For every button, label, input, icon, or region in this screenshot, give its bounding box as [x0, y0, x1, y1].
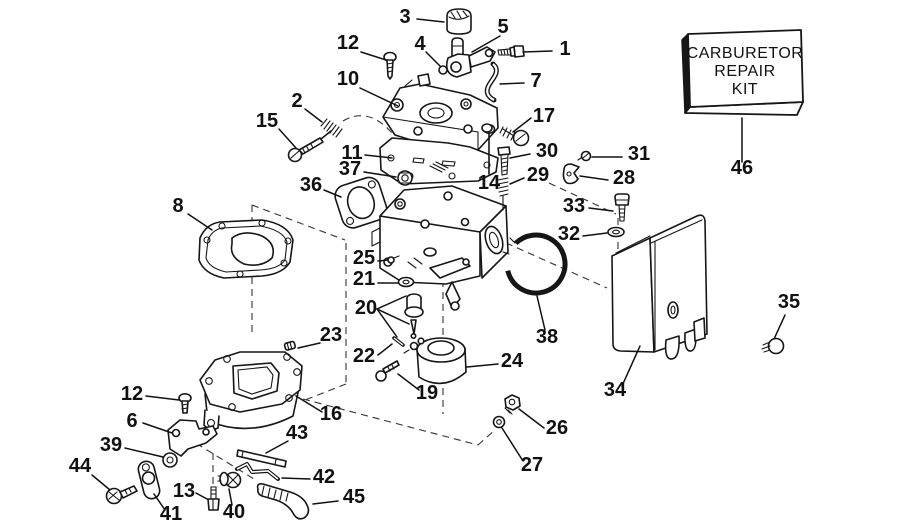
callout-44: 44 [69, 455, 92, 477]
callout-10: 10 [337, 68, 359, 90]
part-screw-13 [207, 486, 220, 511]
part-plug-23 [283, 340, 296, 351]
callout-30: 30 [536, 140, 558, 162]
part-screw-19 [375, 360, 400, 382]
callout-7: 7 [530, 70, 541, 92]
callout-38: 38 [536, 326, 558, 348]
callout-46: 46 [731, 157, 753, 179]
callout-29: 29 [527, 164, 549, 186]
callout-6: 6 [126, 410, 137, 432]
part-screw-30 [497, 146, 511, 176]
part-screw-17 [481, 123, 530, 147]
callout-43: 43 [286, 422, 308, 444]
part-float-24 [403, 337, 467, 385]
part-needle-screw-15 [287, 130, 332, 163]
callout-20: 20 [355, 297, 377, 319]
part-oring-4 [438, 65, 448, 75]
callout-36: 36 [300, 174, 322, 196]
callout-33: 33 [563, 195, 585, 217]
callout-42: 42 [313, 466, 335, 488]
repair-kit-box: CARBURETOR REPAIR KIT [681, 29, 804, 116]
callout-34: 34 [604, 379, 627, 401]
part-gasket-36 [334, 176, 388, 229]
part-spring-29 [497, 177, 509, 211]
callout-23: 23 [320, 324, 342, 346]
kit-text-line2: REPAIR [714, 63, 775, 80]
part-screw-1 [497, 45, 525, 58]
part-carburetor-body [371, 185, 509, 311]
part-fuel-bowl-16 [199, 351, 303, 431]
part-screw-12-lower [178, 392, 192, 414]
callout-41: 41 [160, 503, 182, 525]
part-washer-27 [492, 415, 506, 429]
callout-31: 31 [628, 143, 650, 165]
leader-lines [91, 18, 786, 511]
callout-12-top: 12 [337, 32, 359, 54]
part-nozzle-25 [387, 255, 400, 264]
callout-3: 3 [399, 6, 410, 28]
callout-11: 11 [341, 142, 362, 164]
part-needle-valve-20 [404, 293, 424, 339]
callout-labels: 1 2 3 4 5 6 7 8 10 11 12 12 13 14 15 16 … [69, 6, 800, 525]
part-top-cover-10 [382, 73, 499, 151]
part-lever-41 [137, 460, 161, 500]
callout-13: 13 [173, 480, 195, 502]
part-washer-39 [162, 452, 178, 468]
kit-text-line3: KIT [732, 81, 758, 98]
callout-32: 32 [558, 223, 580, 245]
callout-27: 27 [521, 454, 543, 476]
part-pin-22 [392, 336, 405, 347]
callout-8: 8 [172, 195, 183, 217]
part-link-42 [235, 462, 280, 481]
callout-1: 1 [559, 38, 570, 60]
callout-17: 17 [533, 105, 555, 127]
part-bolt-44 [105, 485, 138, 505]
callout-45: 45 [343, 486, 365, 508]
part-cap-3 [446, 8, 472, 35]
callout-22: 22 [353, 345, 375, 367]
part-link-7 [484, 61, 499, 103]
callout-15: 15 [256, 110, 278, 132]
part-plug-26 [504, 394, 521, 415]
part-screw-33 [614, 193, 630, 222]
part-spring-2 [320, 118, 343, 138]
callout-12-lower: 12 [121, 383, 143, 405]
callout-26: 26 [546, 417, 568, 439]
part-bracket-6 [167, 419, 218, 457]
callout-39: 39 [100, 434, 122, 456]
part-plug-35 [761, 337, 785, 355]
part-nut-37 [397, 170, 413, 186]
part-screw-12-top [383, 51, 397, 80]
callout-37: 37 [339, 158, 361, 180]
part-washer-21 [397, 276, 415, 288]
callout-28: 28 [613, 167, 635, 189]
part-valve-40 [217, 471, 242, 489]
part-washer-32 [607, 226, 625, 238]
callout-5: 5 [497, 16, 508, 38]
part-lever-45 [256, 483, 310, 520]
part-rod-43 [236, 449, 287, 468]
part-snap-ring-38 [502, 232, 568, 296]
callout-4: 4 [414, 33, 426, 55]
part-air-silencer-34 [611, 214, 708, 360]
part-gasket-8 [198, 219, 294, 279]
callout-24: 24 [501, 350, 524, 372]
callout-14: 14 [478, 172, 501, 194]
leader-6 [142, 422, 173, 434]
kit-text-line1: CARBURETOR [687, 45, 804, 62]
callout-2: 2 [291, 90, 302, 112]
callout-35: 35 [778, 291, 800, 313]
part-screw-31 [577, 150, 592, 162]
part-clip-28 [562, 163, 580, 185]
callout-40: 40 [223, 501, 245, 523]
callout-21: 21 [353, 268, 375, 290]
callout-19: 19 [416, 382, 438, 404]
part-lever-assembly-5 [445, 37, 496, 78]
callout-25: 25 [353, 247, 375, 269]
callout-16: 16 [320, 403, 342, 425]
